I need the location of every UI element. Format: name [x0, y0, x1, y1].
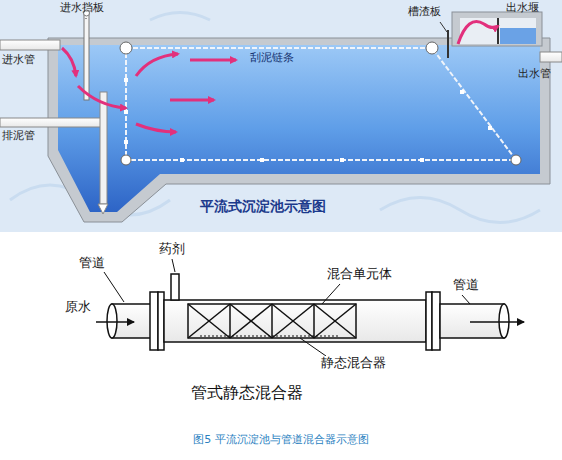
- part-label: 进水挡板: [60, 2, 104, 15]
- part-label: 槽渣板: [408, 6, 441, 19]
- figure-title: 平流式沉淀池示意图: [200, 198, 326, 214]
- part-label: 进水管: [2, 54, 35, 67]
- part-label: 出水堰: [506, 2, 539, 15]
- figure-caption: 图5 平流沉淀池与管道混合器示意图: [193, 434, 369, 447]
- part-label: 出水管: [518, 68, 551, 81]
- part-label: 静态混合器: [320, 356, 387, 371]
- part-label: 原水: [64, 300, 92, 315]
- part-label: 管道: [78, 256, 106, 271]
- part-label: 刮泥链条: [250, 52, 294, 65]
- part-label: 药剂: [158, 242, 186, 257]
- part-label: 管道: [452, 278, 480, 293]
- part-label: 排泥管: [2, 130, 35, 143]
- figure-title: 管式静态混合器: [190, 384, 304, 402]
- part-label: 混合单元体: [326, 267, 393, 282]
